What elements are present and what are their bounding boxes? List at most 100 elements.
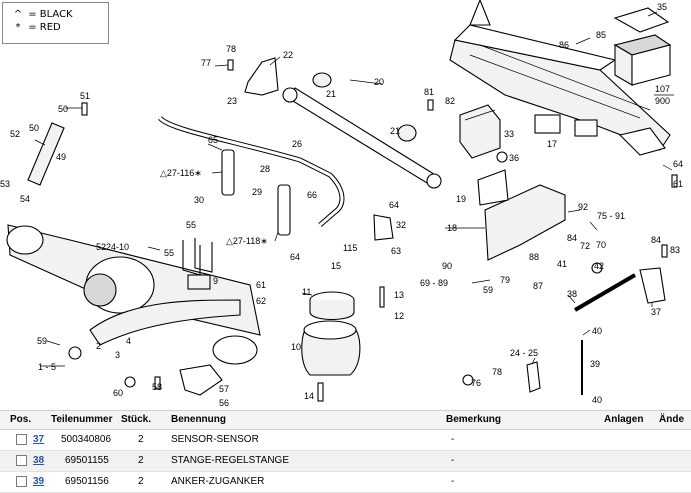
svg-text:64: 64 — [389, 200, 399, 210]
header-changes: Ände — [659, 414, 684, 425]
svg-text:21: 21 — [390, 126, 400, 136]
sensor-bracket-part — [639, 267, 666, 304]
row-pos-link[interactable]: 37 — [33, 434, 45, 445]
svg-text:900: 900 — [655, 96, 670, 106]
svg-text:5224-10: 5224-10 — [96, 242, 129, 252]
row-checkbox[interactable] — [16, 434, 27, 445]
svg-text:55: 55 — [186, 220, 196, 230]
row-part-number: 69501156 — [65, 476, 109, 487]
header-part-number: Teilenummer — [51, 414, 113, 425]
svg-text:36: 36 — [509, 153, 519, 163]
svg-text:40: 40 — [592, 326, 602, 336]
link-right-part — [277, 184, 291, 236]
row-qty: 2 — [138, 434, 144, 445]
row-name: STANGE-REGELSTANGE — [171, 455, 289, 466]
svg-text:58: 58 — [152, 382, 162, 392]
svg-text:38: 38 — [567, 289, 577, 299]
svg-text:24 - 25: 24 - 25 — [510, 348, 538, 358]
svg-text:76: 76 — [471, 378, 481, 388]
box-part — [613, 34, 672, 86]
svg-text:78: 78 — [226, 44, 236, 54]
svg-text:59: 59 — [37, 336, 47, 346]
svg-text:66: 66 — [307, 190, 317, 200]
cover-plate-part — [613, 7, 670, 33]
svg-text:63: 63 — [391, 246, 401, 256]
svg-text:82: 82 — [445, 96, 455, 106]
control-unit-part — [459, 104, 501, 159]
color-legend: ^ = BLACK * = RED — [2, 2, 109, 44]
svg-text:78: 78 — [492, 367, 502, 377]
red-text: = RED — [28, 22, 61, 33]
svg-text:19: 19 — [456, 194, 466, 204]
svg-text:86: 86 — [559, 40, 569, 50]
air-spring-part — [301, 291, 361, 376]
svg-text:33: 33 — [504, 129, 514, 139]
row-checkbox[interactable] — [16, 476, 27, 487]
svg-text:2: 2 — [96, 341, 101, 351]
svg-text:30: 30 — [194, 195, 204, 205]
cross-bracket-part — [477, 169, 566, 261]
arm-part — [27, 122, 65, 186]
row-pos-link[interactable]: 38 — [33, 455, 45, 466]
svg-text:15: 15 — [331, 261, 341, 271]
row-remark: - — [451, 455, 455, 466]
svg-text:11: 11 — [302, 287, 311, 297]
svg-text:65: 65 — [208, 135, 218, 145]
svg-text:32: 32 — [396, 220, 406, 230]
svg-text:9: 9 — [213, 276, 218, 286]
svg-text:88: 88 — [529, 252, 539, 262]
fasteners-part — [68, 59, 678, 402]
table-row: 39 69501156 2 ANKER-ZUGANKER - — [0, 472, 691, 493]
svg-text:13: 13 — [394, 290, 404, 300]
parts-table: Pos. Teilenummer Stück. Benennung Bemerk… — [0, 410, 691, 493]
svg-text:21: 21 — [326, 89, 336, 99]
svg-text:12: 12 — [394, 311, 404, 321]
row-checkbox[interactable] — [16, 455, 27, 466]
svg-text:35: 35 — [657, 2, 667, 12]
row-remark: - — [451, 476, 455, 487]
svg-text:22: 22 — [283, 50, 293, 60]
svg-text:64: 64 — [673, 159, 683, 169]
row-part-number: 500340806 — [61, 434, 112, 445]
control-rod-part — [573, 273, 637, 312]
row-pos-link[interactable]: 39 — [33, 476, 45, 487]
svg-text:84: 84 — [567, 233, 577, 243]
svg-text:61: 61 — [673, 179, 683, 189]
svg-text:28: 28 — [260, 164, 270, 174]
svg-text:87: 87 — [533, 281, 543, 291]
mount-part — [373, 214, 394, 241]
chassis-frame-part — [449, 0, 671, 156]
svg-text:70: 70 — [596, 240, 606, 250]
exploded-parts-diagram: 35 86 85 107 900 78 77 22 23 20 21 21 81… — [0, 0, 683, 408]
table-row: 38 69501155 2 STANGE-REGELSTANGE - — [0, 451, 691, 472]
svg-text:51: 51 — [80, 91, 90, 101]
black-symbol: ^ — [13, 9, 23, 20]
row-name: SENSOR-SENSOR — [171, 434, 259, 445]
svg-text:53: 53 — [0, 179, 10, 189]
row-name: ANKER-ZUGANKER — [171, 476, 265, 487]
svg-text:85: 85 — [596, 30, 606, 40]
header-pos: Pos. — [10, 414, 32, 425]
svg-text:60: 60 — [113, 388, 123, 398]
header-remark: Bemerkung — [446, 414, 502, 425]
svg-text:69 - 89: 69 - 89 — [420, 278, 448, 288]
svg-text:42: 42 — [594, 261, 604, 271]
svg-text:41: 41 — [557, 259, 567, 269]
red-symbol: * — [15, 22, 21, 33]
svg-text:14: 14 — [304, 391, 314, 401]
svg-text:39: 39 — [590, 359, 600, 369]
svg-text:61: 61 — [256, 280, 266, 290]
svg-text:75 - 91: 75 - 91 — [597, 211, 625, 221]
svg-text:72: 72 — [580, 241, 590, 251]
svg-text:50: 50 — [58, 104, 68, 114]
svg-text:40: 40 — [592, 395, 602, 405]
header-name: Benennung — [171, 414, 226, 425]
svg-text:107: 107 — [655, 84, 670, 94]
plate-part — [187, 274, 211, 290]
svg-text:81: 81 — [424, 87, 434, 97]
svg-text:77: 77 — [201, 58, 211, 68]
svg-text:17: 17 — [547, 139, 557, 149]
svg-text:49: 49 — [56, 152, 66, 162]
svg-text:29: 29 — [252, 187, 262, 197]
svg-text:79: 79 — [500, 275, 510, 285]
